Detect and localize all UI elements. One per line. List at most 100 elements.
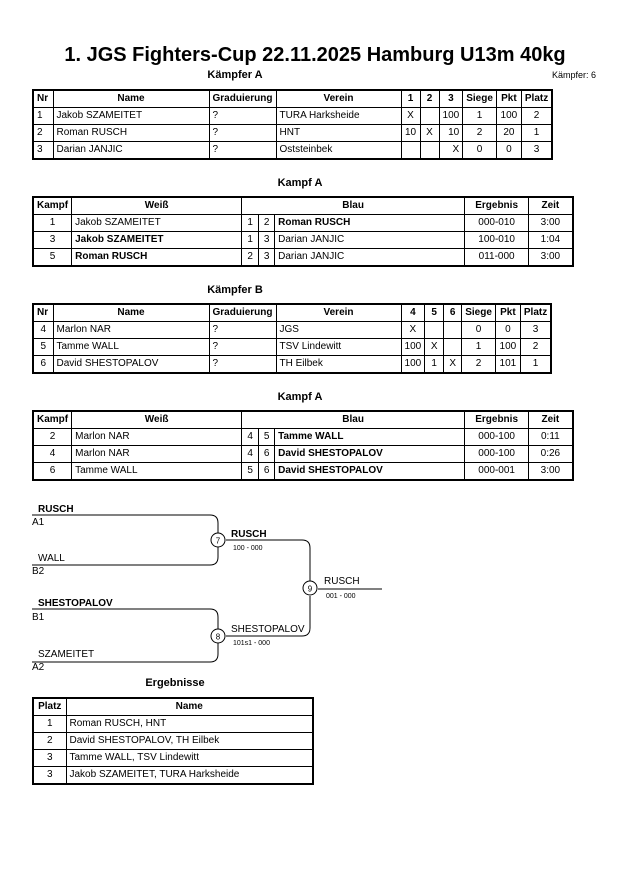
header-bout-6: 6 (443, 303, 463, 322)
sf2-top-name: SHESTOPALOV (38, 598, 113, 609)
table-row: 1 Jakob SZAMEITET 1 2 Roman RUSCH 000-01… (32, 214, 574, 232)
sf2-winner-line (226, 596, 311, 637)
cell-platz: 2 (32, 732, 67, 750)
cell-weiss: Jakob SZAMEITET (71, 214, 243, 232)
table-row: 3 Jakob SZAMEITET 1 3 Darian JANJIC 100-… (32, 231, 574, 249)
cell-weiss-nr: 1 (241, 231, 260, 249)
cell-verein: TURA Harksheide (275, 107, 402, 125)
cell-weiss: Marlon NAR (71, 428, 243, 446)
sf1-bottom-seed: B2 (32, 566, 45, 577)
header-ergebnis: Ergebnis (464, 410, 530, 429)
cell-blau-nr: 6 (258, 445, 276, 463)
header-weiss: Weiß (71, 196, 243, 215)
final-winner: RUSCH (324, 576, 360, 587)
header-name: Name (65, 697, 314, 716)
cell-bout: X (424, 338, 445, 356)
cell-pkt: 0 (494, 321, 521, 339)
sf2-score: 101s1 - 000 (233, 640, 270, 647)
header-nr: Nr (32, 303, 54, 322)
cell-weiss: Jakob SZAMEITET (71, 231, 243, 249)
cell-pkt: 20 (495, 124, 522, 142)
cell-verein: TSV Lindewitt (275, 338, 402, 356)
cell-blau: Roman RUSCH (274, 214, 466, 232)
cell-bout (424, 321, 445, 339)
cell-blau: Darian JANJIC (274, 231, 466, 249)
header-bout-1: 1 (400, 89, 421, 108)
cell-verein: TH Eilbek (275, 355, 402, 374)
header-bout-5: 5 (424, 303, 445, 322)
cell-bout (400, 141, 421, 160)
table-row: 3 Jakob SZAMEITET, TURA Harksheide (32, 766, 314, 785)
cell-platz: 3 (520, 141, 553, 160)
cell-graduierung: ? (208, 355, 277, 374)
cell-name: Jakob SZAMEITET (52, 107, 210, 125)
cell-bout (419, 141, 440, 160)
cell-graduierung: ? (208, 321, 277, 339)
cell-kampf: 2 (32, 428, 73, 446)
cell-name: Roman RUSCH (52, 124, 210, 142)
header-kampf: Kampf (32, 410, 73, 429)
cell-weiss-nr: 1 (241, 214, 260, 232)
cell-blau-nr: 3 (258, 231, 276, 249)
cell-weiss: Marlon NAR (71, 445, 243, 463)
table-row: 1 Jakob SZAMEITET ? TURA Harksheide X 10… (32, 107, 553, 125)
cell-verein: Oststeinbek (275, 141, 402, 160)
cell-bout (443, 338, 463, 356)
cell-weiss-nr: 4 (241, 445, 260, 463)
cell-name: Tamme WALL (52, 338, 210, 356)
cell-zeit: 0:26 (528, 445, 574, 463)
cell-bout: X (443, 355, 463, 374)
header-blau: Blau (241, 410, 466, 429)
table-row: 6 Tamme WALL 5 6 David SHESTOPALOV 000-0… (32, 462, 574, 481)
results-table: Platz Name 1 Roman RUSCH, HNT 2 David SH… (32, 697, 314, 785)
page-title: 1. JGS Fighters-Cup 22.11.2025 Hamburg U… (64, 44, 566, 66)
table-row: 3 Tamme WALL, TSV Lindewitt (32, 749, 314, 767)
cell-siege: 2 (461, 355, 496, 374)
cell-platz: 2 (519, 338, 552, 356)
cell-verein: HNT (275, 124, 402, 142)
bouts-a-header-row: Kampf Weiß Blau Ergebnis Zeit (32, 196, 574, 215)
cell-bout: X (438, 141, 464, 160)
bouts-b-header-row: Kampf Weiß Blau Ergebnis Zeit (32, 410, 574, 429)
cell-platz: 3 (519, 321, 552, 339)
cell-bout: 100 (400, 355, 426, 374)
cell-ergebnis: 011-000 (464, 248, 530, 267)
table-row: 1 Roman RUSCH, HNT (32, 715, 314, 733)
cell-siege: 0 (462, 141, 497, 160)
results-header-row: Platz Name (32, 697, 314, 716)
cell-ergebnis: 000-001 (464, 462, 530, 481)
cell-name: Jakob SZAMEITET, TURA Harksheide (65, 766, 314, 785)
cell-nr: 1 (32, 107, 54, 125)
table-row: 5 Tamme WALL ? TSV Lindewitt 100 X 1 100… (32, 338, 552, 356)
sf1-score: 100 - 000 (233, 545, 263, 552)
header-graduierung: Graduierung (208, 303, 277, 322)
cell-zeit: 0:11 (528, 428, 574, 446)
pool-b-header-row: Nr Name Graduierung Verein 4 5 6 Siege P… (32, 303, 552, 322)
sf1-winner: RUSCH (231, 529, 267, 540)
cell-blau-nr: 6 (258, 462, 276, 481)
cell-siege: 1 (461, 338, 496, 356)
final-score: 001 - 000 (326, 593, 356, 600)
cell-graduierung: ? (208, 338, 277, 356)
cell-bout (443, 321, 463, 339)
cell-blau: David SHESTOPALOV (274, 445, 466, 463)
cell-zeit: 3:00 (528, 462, 574, 481)
cell-nr: 2 (32, 124, 54, 142)
final-bout-marker (302, 580, 318, 596)
cell-siege: 2 (462, 124, 497, 142)
cell-bout: X (400, 321, 426, 339)
table-row: 2 Roman RUSCH ? HNT 10 X 10 2 20 1 (32, 124, 553, 142)
header-platz: Platz (519, 303, 552, 322)
header-weiss: Weiß (71, 410, 243, 429)
cell-name: Marlon NAR (52, 321, 210, 339)
cell-name: Darian JANJIC (52, 141, 210, 160)
cell-siege: 1 (462, 107, 497, 125)
cell-weiss-nr: 5 (241, 462, 260, 481)
cell-pkt: 100 (494, 338, 521, 356)
cell-bout: 1 (424, 355, 445, 374)
table-row: 4 Marlon NAR ? JGS X 0 0 3 (32, 321, 552, 339)
pool-b-table: Nr Name Graduierung Verein 4 5 6 Siege P… (32, 303, 553, 374)
header-siege: Siege (461, 303, 496, 322)
bouts-a-title: Kampf A (277, 177, 323, 189)
cell-ergebnis: 000-100 (464, 445, 530, 463)
